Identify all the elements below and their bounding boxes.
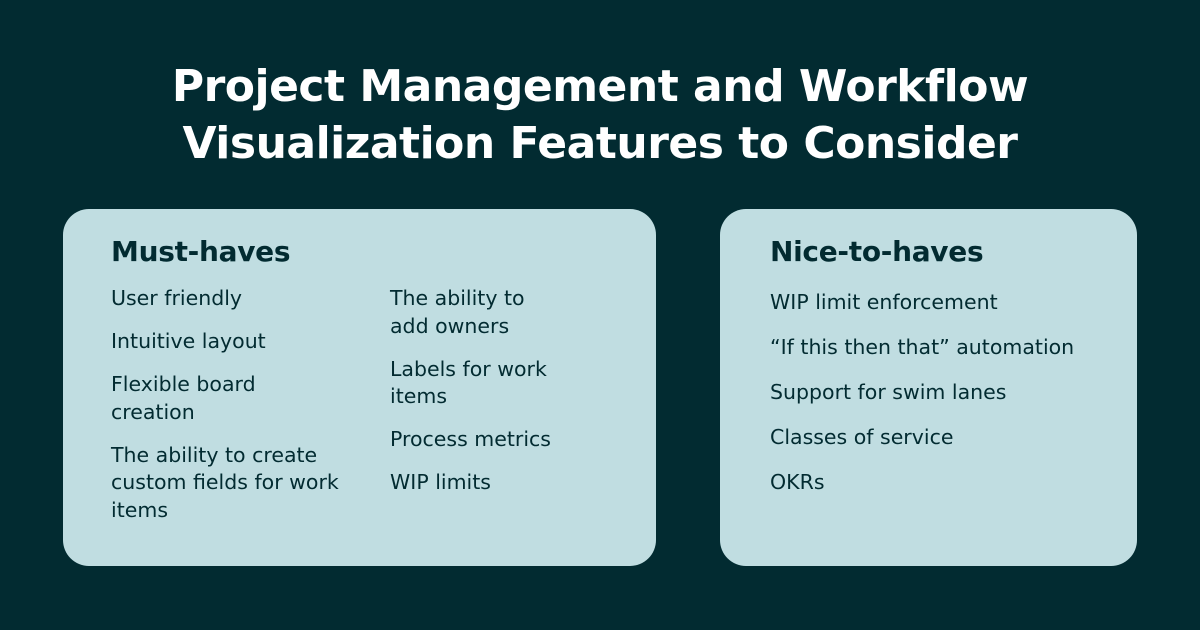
title-line-2: Visualization Features to Consider [182, 118, 1018, 169]
list-item: OKRs [770, 470, 825, 494]
list-item: WIP limit enforcement [770, 290, 998, 314]
list-item: Labels for work items [390, 356, 547, 409]
title-line-1: Project Management and Workflow [171, 61, 1029, 112]
list-item: “If this then that” automation [770, 335, 1075, 359]
list-item: Flexible board creation [111, 372, 256, 424]
list-item: The ability to create custom fields for … [111, 442, 339, 522]
nice-to-haves-column: WIP limit enforcement “If this then that… [770, 289, 1130, 514]
nice-to-haves-heading: Nice-to-haves [770, 235, 984, 268]
list-item: The ability to add owners [390, 286, 525, 338]
list-item: WIP limits [390, 470, 491, 494]
list-item: Classes of service [770, 425, 954, 449]
page-title: Project Management and Workflow Visualiz… [0, 58, 1200, 172]
must-haves-heading: Must-haves [111, 235, 291, 268]
nice-to-haves-card: Nice-to-haves WIP limit enforcement “If … [720, 209, 1137, 566]
must-haves-left-column: User friendly Intuitive layout Flexible … [111, 285, 366, 540]
must-haves-right-column: The ability to add owners Labels for wor… [390, 285, 615, 512]
list-item: Support for swim lanes [770, 380, 1007, 404]
list-item: User friendly [111, 286, 243, 310]
list-item: Process metrics [390, 427, 551, 451]
must-haves-card: Must-haves User friendly Intuitive layou… [63, 209, 656, 566]
list-item: Intuitive layout [111, 329, 266, 353]
